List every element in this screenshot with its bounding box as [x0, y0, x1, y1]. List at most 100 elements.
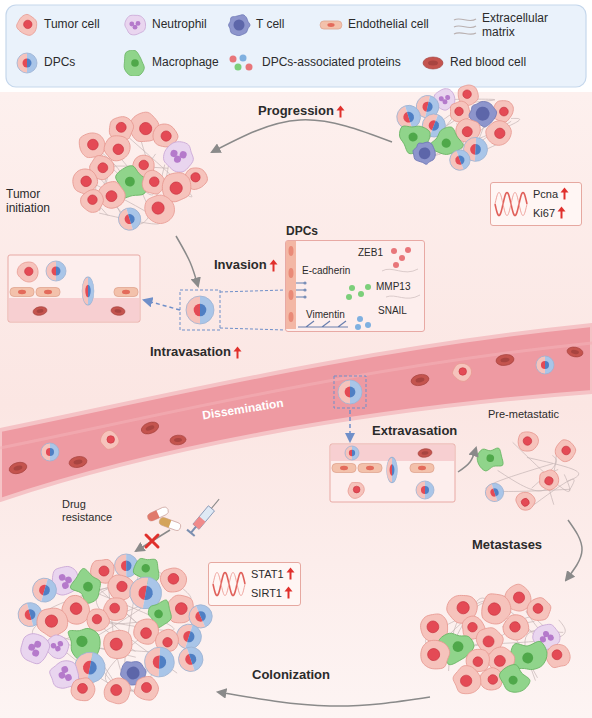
cell-cluster	[68, 110, 211, 233]
shape-part	[82, 277, 94, 305]
shape-part	[330, 444, 455, 502]
shape-part	[284, 587, 292, 592]
dpc-cell	[175, 644, 206, 675]
shape-part	[483, 636, 494, 647]
shape-part	[338, 380, 350, 404]
tumor-cell	[97, 624, 138, 665]
shape-part	[561, 188, 569, 193]
cell-membrane	[286, 241, 296, 329]
node-text: SIRT1	[251, 587, 282, 599]
shape-part	[536, 467, 562, 493]
shape-part	[552, 438, 578, 465]
shape-part	[140, 562, 152, 574]
shape-part	[352, 446, 359, 460]
shape-part	[240, 55, 247, 62]
tumor-cell	[513, 488, 538, 513]
tumor-cell	[536, 467, 562, 493]
e-cadherin-receptor	[296, 296, 304, 297]
shape-part	[41, 443, 59, 461]
dpc-cell	[338, 380, 362, 404]
increase-arrow	[336, 105, 345, 118]
shape-part	[186, 296, 200, 324]
shape-part	[27, 53, 37, 73]
shape-part	[17, 53, 37, 73]
shape-part	[455, 599, 472, 616]
legend-entry: DPCs-associated proteins	[226, 50, 401, 76]
shape-part	[138, 121, 153, 136]
shape-part	[174, 438, 182, 443]
shape-part	[407, 111, 415, 123]
legend-text: DPCs-associated proteins	[262, 56, 401, 70]
shape-part	[520, 497, 531, 508]
node-text-row: E-cadherin	[302, 265, 350, 276]
shape-part	[498, 106, 509, 117]
stage-label-text: Drug resistance	[62, 498, 122, 523]
shape-part	[193, 506, 215, 530]
red-blood-cell	[68, 455, 88, 469]
shape-part	[36, 288, 60, 297]
shape-part	[425, 646, 441, 662]
shape-part	[46, 261, 66, 281]
intravasation-inset	[8, 255, 140, 322]
stage-label-text: Extravasation	[372, 424, 457, 439]
shape-part	[30, 575, 60, 605]
shape-part	[545, 356, 554, 374]
shape-part	[345, 387, 350, 398]
legend-text: Red blood cell	[450, 56, 526, 70]
shape-part	[175, 644, 206, 675]
shape-part	[64, 576, 72, 584]
process-arrow	[458, 448, 476, 472]
legend-swatch	[14, 50, 40, 76]
shape-part	[552, 649, 563, 660]
e-cadherin-receptor	[303, 288, 306, 291]
node-text: STAT1	[251, 568, 284, 580]
node-text: ZEB1	[358, 247, 383, 258]
node-text-row: Pcna	[533, 187, 569, 200]
shape-part	[124, 50, 144, 76]
shape-part	[410, 373, 430, 387]
shape-part	[336, 105, 344, 110]
shape-part	[58, 573, 66, 581]
e-cadherin-receptor	[303, 295, 306, 298]
shape-part	[320, 21, 342, 29]
legend-swatch	[318, 12, 344, 38]
expression-wave	[495, 192, 527, 215]
shape-part	[269, 259, 277, 264]
protein-dot	[399, 255, 405, 261]
legend-text: Extracellular matrix	[482, 12, 582, 40]
process-arrow	[136, 530, 170, 551]
node-text-row: ZEB1	[358, 247, 383, 258]
protein-dot	[346, 294, 352, 300]
shape-part	[327, 23, 334, 27]
process-arrow	[349, 410, 351, 441]
shape-part	[495, 661, 534, 697]
membrane-part	[289, 246, 294, 256]
node-text: DPCs	[286, 224, 318, 238]
shape-part	[43, 613, 59, 629]
shape-part	[46, 448, 50, 456]
shape-part	[140, 420, 161, 436]
shape-part	[158, 516, 181, 531]
shape-part	[32, 306, 47, 317]
shape-part	[235, 64, 242, 71]
shape-part	[97, 564, 110, 577]
legend-swatch	[226, 12, 252, 38]
drug-icons	[146, 496, 223, 547]
shape-part	[133, 25, 138, 30]
shape-part	[522, 436, 533, 447]
shape-part	[116, 580, 128, 592]
shape-part	[415, 635, 456, 676]
shape-part	[500, 357, 510, 363]
shape-part	[43, 585, 51, 597]
shape-part	[409, 138, 440, 169]
stage-label-text: Progression	[258, 104, 334, 119]
shape-part	[350, 380, 362, 404]
shape-part	[57, 640, 63, 646]
shape-part	[483, 481, 506, 504]
shape-part	[50, 443, 59, 461]
shape-part	[179, 150, 188, 159]
red-blood-cell	[495, 353, 514, 366]
legend-text: Endothelial cell	[348, 18, 429, 32]
shape-part	[544, 476, 554, 486]
shape-part	[114, 554, 126, 577]
